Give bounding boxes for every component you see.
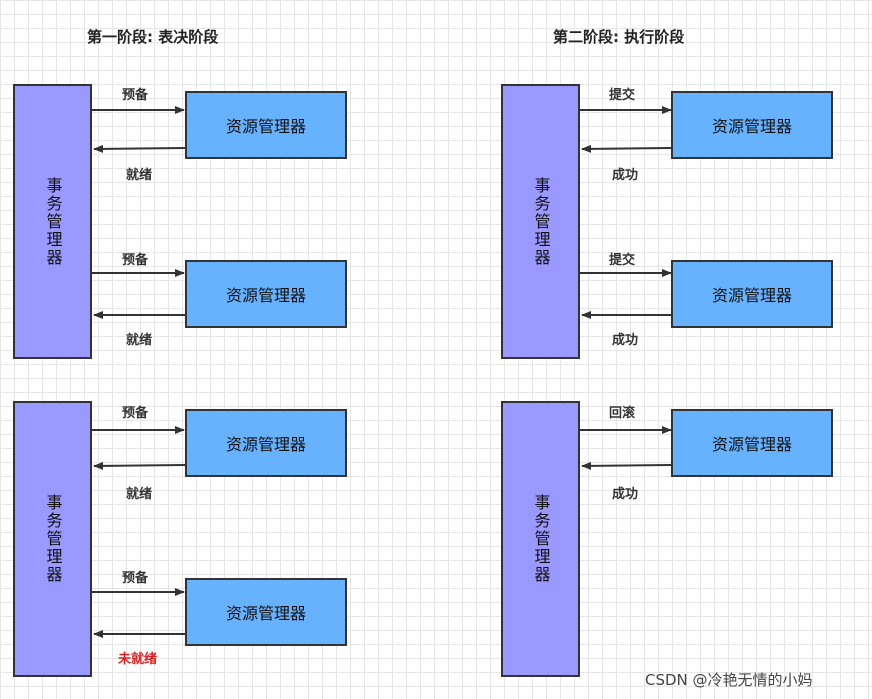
label-q1-recv2: 就绪 [126,333,153,348]
transaction-manager-q3: 事务管理器 [13,401,92,677]
resource-manager-label: 资源管理器 [225,286,306,305]
resource-manager-q2-2: 资源管理器 [671,260,833,328]
resource-manager-q2-1: 资源管理器 [671,91,833,159]
label-q3-send1: 预备 [122,406,149,421]
transaction-manager-label: 事务管理器 [43,176,63,267]
label-q2-recv1: 成功 [612,168,639,183]
transaction-manager-q2: 事务管理器 [501,84,580,359]
resource-manager-label: 资源管理器 [225,117,306,136]
resource-manager-q1-2: 资源管理器 [185,260,347,328]
resource-manager-q3-2: 资源管理器 [185,578,347,646]
label-q3-send2: 预备 [122,571,149,586]
transaction-manager-label: 事务管理器 [43,494,63,584]
arrow-q2-recv1 [581,144,672,153]
resource-manager-q3-1: 资源管理器 [185,409,347,477]
label-q3-recv2-not-ready: 未就绪 [118,652,158,667]
transaction-manager-q1: 事务管理器 [13,84,92,359]
phase1-title: 第一阶段: 表决阶段 [87,28,219,46]
resource-manager-label: 资源管理器 [711,117,792,136]
arrow-q4-recv1 [581,461,672,470]
label-q2-send2: 提交 [609,253,636,268]
label-q4-send1: 回滚 [609,406,636,421]
phase2-title: 第二阶段: 执行阶段 [553,28,685,46]
watermark: CSDN @冷艳无情的小妈 [645,671,813,689]
label-q1-send2: 预备 [122,253,149,268]
resource-manager-label: 资源管理器 [711,435,792,454]
label-q2-send1: 提交 [609,88,636,103]
resource-manager-label: 资源管理器 [711,286,792,305]
resource-manager-label: 资源管理器 [225,435,306,454]
label-q3-recv1: 就绪 [126,487,153,502]
label-q2-recv2: 成功 [612,333,639,348]
transaction-manager-label: 事务管理器 [531,494,551,584]
transaction-manager-label: 事务管理器 [531,176,551,267]
label-q1-send1: 预备 [122,88,149,103]
label-q1-recv1: 就绪 [126,168,153,183]
resource-manager-label: 资源管理器 [225,604,306,623]
arrow-q3-recv1 [93,461,186,470]
label-q4-recv1: 成功 [612,487,639,502]
resource-manager-q4-1: 资源管理器 [671,409,833,477]
resource-manager-q1-1: 资源管理器 [185,91,347,159]
transaction-manager-q4: 事务管理器 [501,401,580,677]
arrow-q1-recv1 [93,144,186,153]
